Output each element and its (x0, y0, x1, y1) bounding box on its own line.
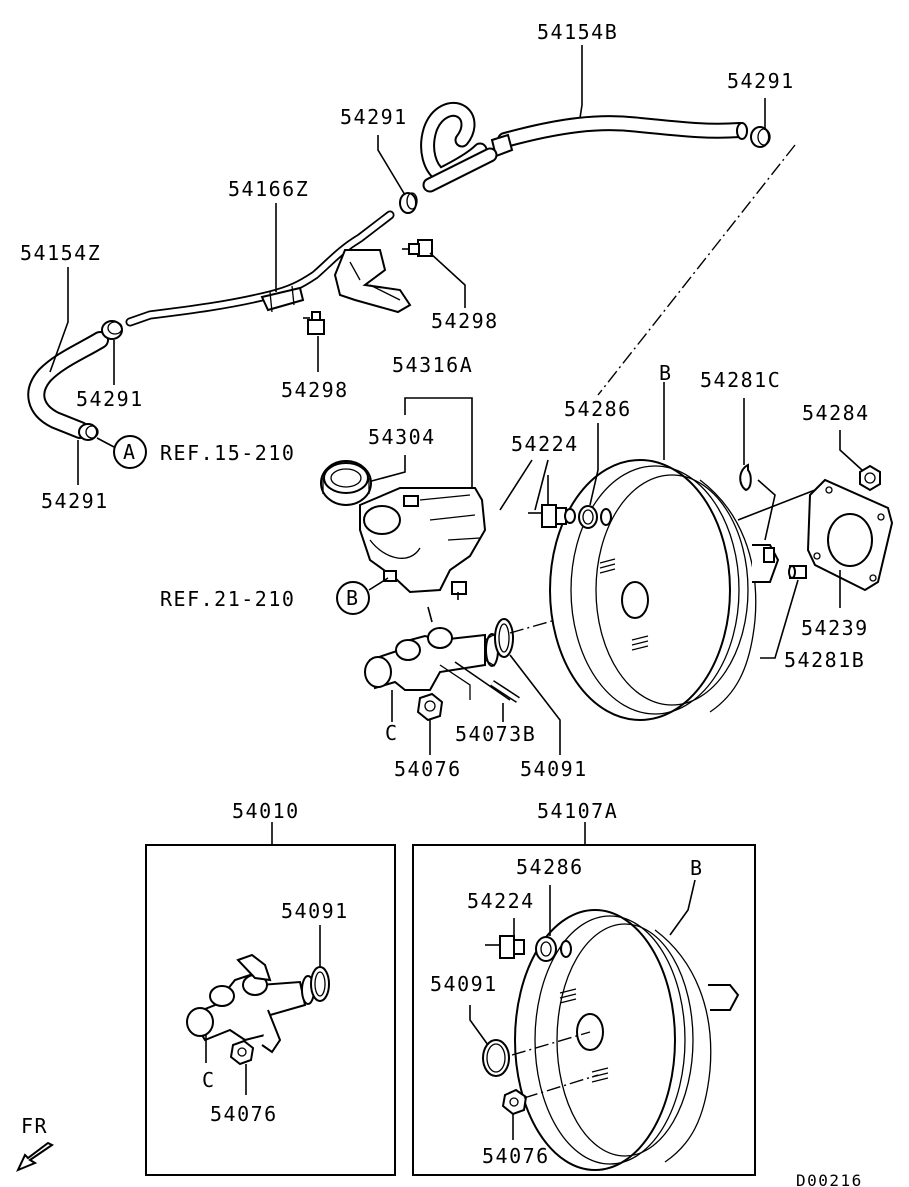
label-kit-left-c: C (202, 1068, 216, 1092)
kit-right-oring (482, 1039, 510, 1077)
kit-left-nut (229, 1039, 255, 1066)
label-c: C (385, 721, 399, 745)
label-54166Z: 54166Z (228, 177, 309, 201)
kit-left-oring (310, 966, 330, 1002)
label-54091: 54091 (520, 757, 588, 781)
kit-right-check-valve (485, 935, 525, 959)
label-54281B: 54281B (784, 648, 865, 672)
reservoir-cap (320, 460, 372, 506)
pin (788, 565, 807, 579)
nut-top (859, 464, 881, 492)
label-kit-left-54091: 54091 (281, 899, 349, 923)
oring-mc (494, 618, 514, 658)
front-arrow-icon (16, 1141, 54, 1172)
label-54291-left-upper: 54291 (76, 387, 144, 411)
brake-booster (549, 459, 780, 721)
label-54224: 54224 (511, 432, 579, 456)
master-cylinder (364, 606, 499, 700)
gasket (806, 478, 894, 592)
circle-b (336, 577, 389, 615)
label-54154Z: 54154Z (20, 241, 101, 265)
clamp-top-right (750, 126, 771, 148)
label-54154B: 54154B (537, 20, 618, 44)
label-ref-15-210: REF.15-210 (160, 441, 295, 465)
label-kit-right-54224: 54224 (467, 889, 535, 913)
label-ref-21-210: REF.21-210 (160, 587, 295, 611)
clamp-left-lower (78, 423, 99, 441)
kit-right-grommet (535, 936, 572, 962)
label-54298-pipe: 54298 (281, 378, 349, 402)
reservoir (359, 487, 487, 600)
label-54073B: 54073B (455, 722, 536, 746)
label-booster-b: B (659, 361, 673, 385)
nut-mc (416, 692, 444, 722)
label-fr: FR (21, 1114, 48, 1138)
kit-right-nut (501, 1088, 528, 1116)
label-54298-bracket: 54298 (431, 309, 499, 333)
check-valve (528, 504, 576, 528)
label-54239: 54239 (801, 616, 869, 640)
label-54291-left-lower: 54291 (41, 489, 109, 513)
small-pipe (454, 661, 520, 703)
label-54286: 54286 (564, 397, 632, 421)
kit-right-booster (514, 909, 740, 1171)
vacuum-hose-upper (420, 101, 748, 193)
kit-box-left (145, 844, 396, 1176)
label-54076: 54076 (394, 757, 462, 781)
clip (739, 463, 752, 492)
label-drawing-number: D00216 (796, 1171, 863, 1187)
clamp-top-mid (399, 192, 418, 214)
label-54010: 54010 (232, 799, 300, 823)
label-circle-a: A (123, 440, 137, 464)
kit-left-master-cylinder (186, 953, 315, 1054)
label-54316A: 54316A (392, 353, 473, 377)
bolt-bracket (402, 239, 433, 257)
label-kit-left-54076: 54076 (210, 1102, 278, 1126)
label-circle-b: B (346, 586, 360, 610)
kit-box-right (412, 844, 756, 1176)
label-kit-right-54286: 54286 (516, 855, 584, 879)
bolt-pipe (303, 311, 325, 335)
label-54107A: 54107A (537, 799, 618, 823)
circle-a (96, 435, 147, 469)
vacuum-pipe (125, 210, 395, 327)
label-54304: 54304 (368, 425, 436, 449)
label-54284: 54284 (802, 401, 870, 425)
clamp-left-upper (101, 320, 123, 340)
grommet (578, 505, 612, 529)
label-54291-top-right: 54291 (727, 69, 795, 93)
label-54281C: 54281C (700, 368, 781, 392)
pipe-bracket (333, 249, 412, 314)
label-54291-top-mid: 54291 (340, 105, 408, 129)
vacuum-hose-left (27, 331, 109, 439)
label-kit-right-54076: 54076 (482, 1144, 550, 1168)
label-kit-right-54091: 54091 (430, 972, 498, 996)
label-kit-right-b: B (690, 856, 704, 880)
